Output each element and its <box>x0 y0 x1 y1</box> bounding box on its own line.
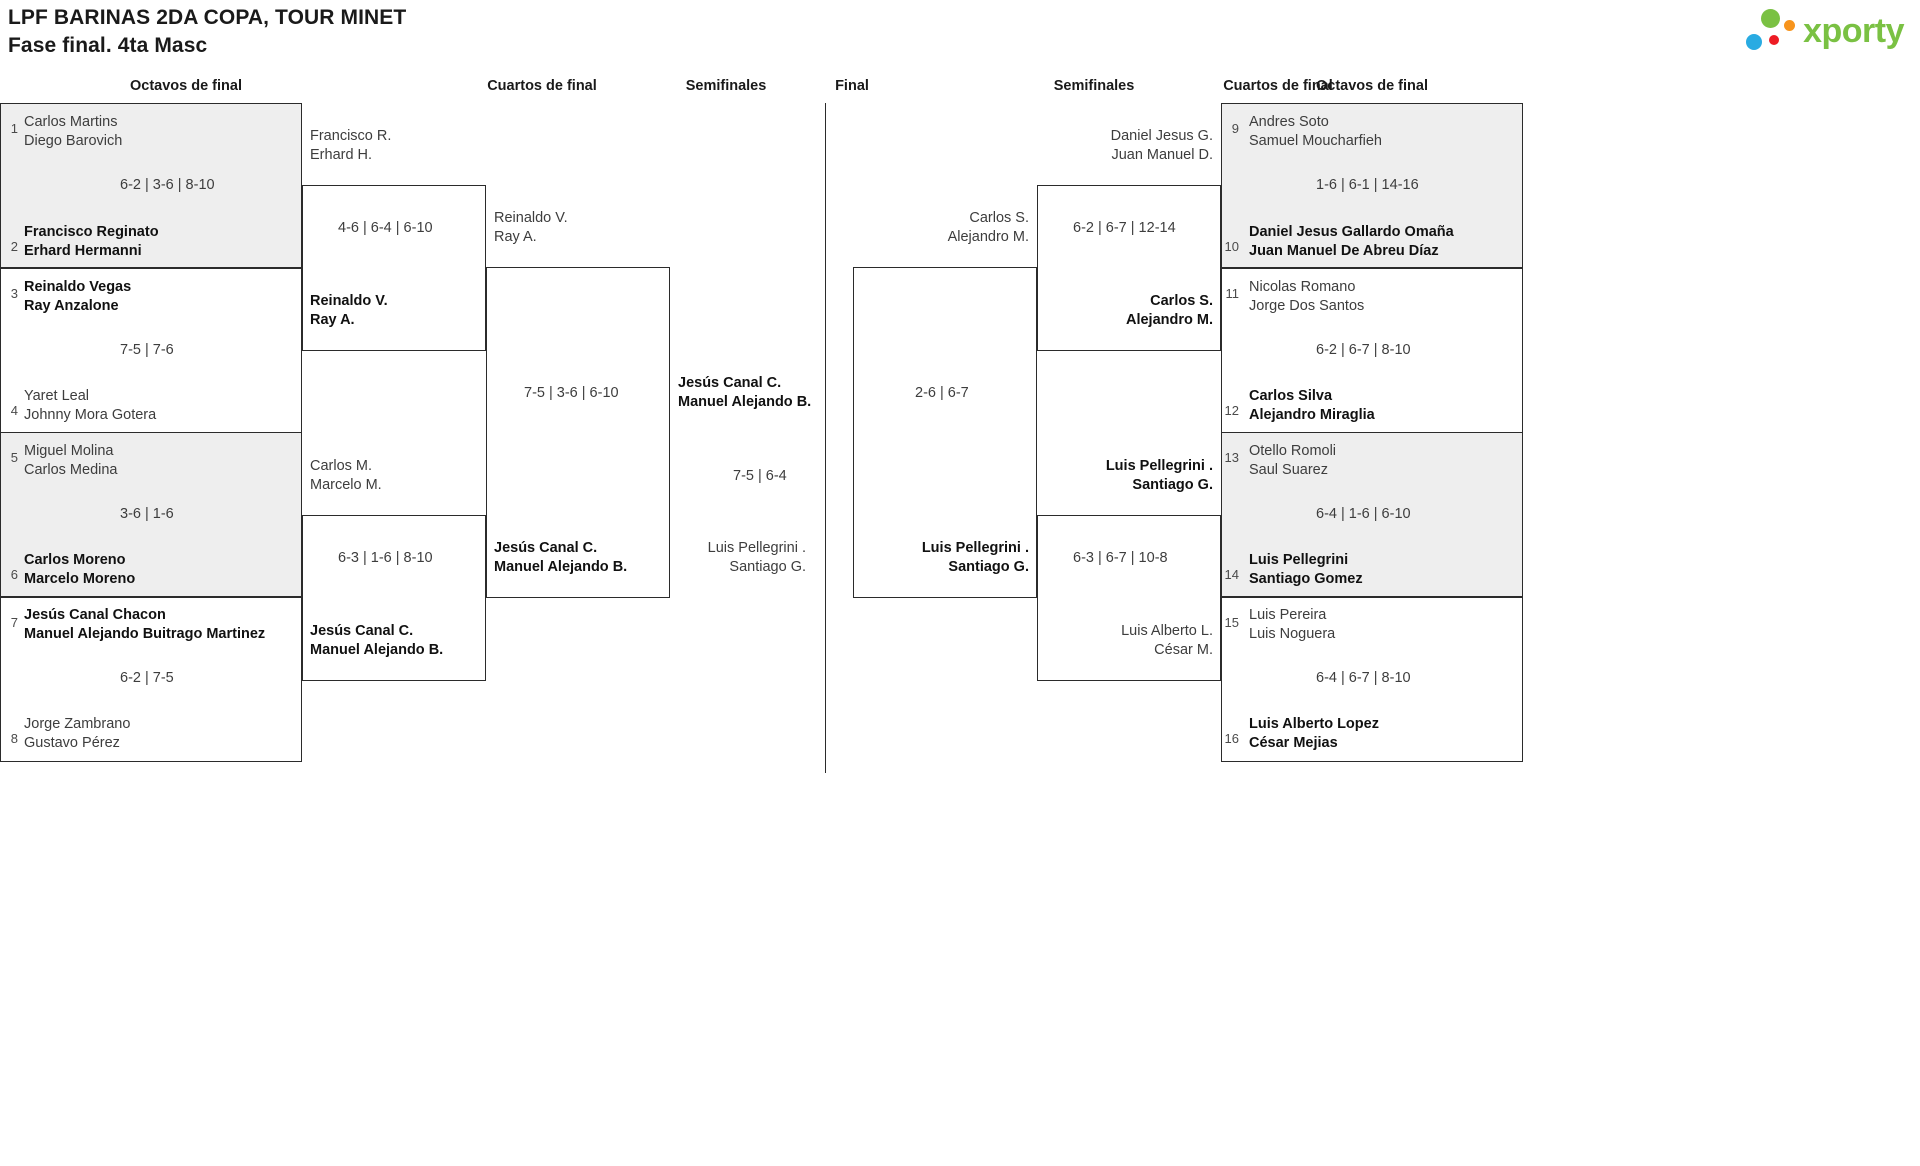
match-score: 6-4 | 1-6 | 6-10 <box>1316 506 1411 522</box>
seed-number: 6 <box>10 567 18 582</box>
seed-number: 15 <box>1224 615 1239 630</box>
seed-number: 16 <box>1224 731 1239 746</box>
match-box-left-octavos-3[interactable] <box>0 432 302 597</box>
seed-number: 11 <box>1225 286 1240 301</box>
match-score: 2-6 | 6-7 <box>915 385 969 401</box>
match-box-left-octavos-4[interactable] <box>0 597 302 762</box>
match-box-right-octavos-3[interactable] <box>1221 432 1523 597</box>
player-pair: Jesús Canal C.Manuel Alejando B. <box>494 540 628 575</box>
seed-number: 5 <box>10 450 18 465</box>
seed-number: 12 <box>1224 403 1239 418</box>
tournament-subtitle: Fase final. 4ta Masc <box>8 34 208 57</box>
match-box-right-octavos-4[interactable] <box>1221 597 1523 762</box>
match-box-right-octavos-2[interactable] <box>1221 268 1523 433</box>
match-score: 7-5 | 3-6 | 6-10 <box>524 385 619 401</box>
match-score: 6-2 | 6-7 | 12-14 <box>1073 220 1176 236</box>
tournament-title: LPF BARINAS 2DA COPA, TOUR MINET <box>8 6 407 29</box>
logo-dots-icon <box>1743 8 1797 54</box>
match-score: 6-2 | 3-6 | 8-10 <box>120 177 215 193</box>
seed-number: 3 <box>10 286 18 301</box>
final-center-divider <box>825 103 826 773</box>
match-score: 6-3 | 6-7 | 10-8 <box>1073 550 1168 566</box>
player-pair: Carlos M.Marcelo M. <box>310 458 382 493</box>
player-pair: Daniel Jesus G.Juan Manuel D. <box>1110 128 1213 163</box>
seed-number: 9 <box>1231 121 1239 136</box>
seed-number: 8 <box>10 731 18 746</box>
match-box-right-octavos-1[interactable] <box>1221 103 1523 268</box>
seed-number: 1 <box>10 121 18 136</box>
match-score: 7-5 | 6-4 <box>733 468 787 484</box>
player-pair: Reinaldo V.Ray A. <box>494 210 568 245</box>
match-box-right-cuartos-1[interactable] <box>1037 185 1221 351</box>
match-box-left-octavos-2[interactable] <box>0 268 302 433</box>
seed-number: 7 <box>10 615 18 630</box>
logo-wordmark: xporty <box>1803 11 1904 50</box>
player-pair: Jesús Canal C.Manuel Alejando B. <box>678 375 812 410</box>
round-header-final: Final <box>835 78 869 94</box>
match-box-right-cuartos-2[interactable] <box>1037 515 1221 681</box>
round-header-cuartos-left: Cuartos de final <box>487 78 597 94</box>
match-box-left-cuartos-1[interactable] <box>302 185 486 351</box>
page-title: LPF BARINAS 2DA COPA, TOUR MINET Fase fi… <box>8 4 406 60</box>
player-pair: Carlos S.Alejandro M. <box>1125 293 1213 328</box>
match-score: 3-6 | 1-6 <box>120 506 174 522</box>
player-pair: Carlos S.Alejandro M. <box>947 210 1029 245</box>
player-pair: Reinaldo V.Ray A. <box>310 293 388 328</box>
player-pair: Jesús Canal C.Manuel Alejando B. <box>310 623 444 658</box>
xporty-logo: xporty <box>1743 8 1904 54</box>
round-header-octavos-left: Octavos de final <box>129 78 242 94</box>
match-score: 7-5 | 7-6 <box>120 342 174 358</box>
player-pair: Luis Alberto L.César M. <box>1121 623 1213 658</box>
seed-number: 14 <box>1224 567 1239 582</box>
match-score: 1-6 | 6-1 | 14-16 <box>1316 177 1419 193</box>
player-pair: Luis Pellegrini .Santiago G. <box>921 540 1029 575</box>
match-box-left-semifinal[interactable] <box>486 267 670 598</box>
player-pair: Luis Pellegrini .Santiago G. <box>1105 458 1213 493</box>
round-header-semifinal-right: Semifinales <box>1053 78 1135 94</box>
logo-dot-green-icon <box>1761 9 1781 28</box>
seed-number: 13 <box>1224 450 1239 465</box>
match-score: 6-2 | 6-7 | 8-10 <box>1316 342 1411 358</box>
logo-dot-red-icon <box>1769 35 1780 45</box>
round-header-semifinal-left: Semifinales <box>685 78 767 94</box>
round-header-cuartos-right: Cuartos de final <box>1223 78 1333 94</box>
seed-number: 10 <box>1224 239 1239 254</box>
round-header-octavos-right: Octavos de final <box>1315 78 1428 94</box>
seed-number: 2 <box>10 239 18 254</box>
logo-dot-orange-icon <box>1784 20 1796 31</box>
match-score: 6-3 | 1-6 | 8-10 <box>338 550 433 566</box>
player-pair: Luis Pellegrini .Santiago G. <box>707 540 806 575</box>
match-score: 4-6 | 6-4 | 6-10 <box>338 220 433 236</box>
match-box-left-cuartos-2[interactable] <box>302 515 486 681</box>
seed-number: 4 <box>10 403 18 418</box>
match-score: 6-2 | 7-5 <box>120 670 174 686</box>
player-pair: Francisco R.Erhard H. <box>310 128 392 163</box>
match-score: 6-4 | 6-7 | 8-10 <box>1316 670 1411 686</box>
match-box-left-octavos-1[interactable] <box>0 103 302 268</box>
logo-dot-blue-icon <box>1746 34 1763 50</box>
match-box-right-semifinal[interactable] <box>853 267 1037 598</box>
